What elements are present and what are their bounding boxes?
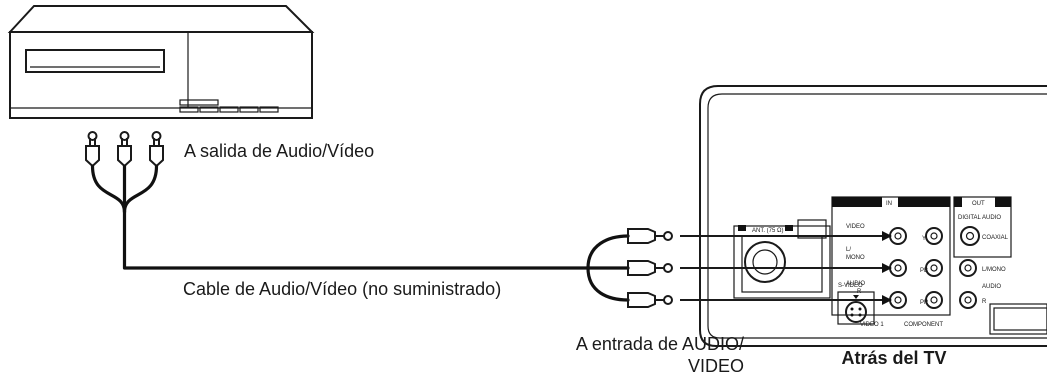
antenna-box [733,225,831,299]
y-label: Y [922,236,926,242]
arrow-audio-l-head [882,263,892,273]
av-out-label: A salida de Audio/Vídeo [184,141,374,161]
rca-plug-left [85,131,100,168]
r-out-label: R [982,299,987,305]
digital-audio-label: DIGITAL AUDIO [958,215,1001,221]
edge-port-inner [993,307,1047,331]
video-in-jack-pin [894,232,902,240]
connection-arrows [680,231,892,305]
audio-l-in-jack-pin [894,264,902,272]
vcr-button [199,106,219,113]
s-video-pin [850,307,854,311]
tv-back-label: Atrás del TV [841,348,946,368]
y-jack-pin [930,232,938,240]
audio-out-r-jack [959,291,977,309]
out-bar-right [995,197,1011,207]
vcr-button [239,106,259,113]
antenna-label: ANT. (75 Ω) [752,228,784,234]
in-bar-left [832,197,882,207]
vcr-button [259,106,279,113]
cable-label: Cable de Audio/Vídeo (no suministrado) [183,279,501,299]
arrow-video-head [882,231,892,241]
audio-out-l-jack-pin [964,264,972,272]
rca-plug-audio-r [627,292,673,308]
edge-port-outer [989,303,1047,335]
s-video-label: S-VIDEO [838,283,863,289]
cable-branch-bottom [586,266,630,302]
coaxial-jack [960,226,980,246]
audio-r-in-jack [889,291,907,309]
tv-outline-inner [707,93,1047,339]
pr-jack-pin [930,296,938,304]
pb-label: PB [920,268,928,274]
coaxial-label: COAXIAL [982,235,1009,241]
vcr-device [7,5,315,119]
in-block [831,196,951,316]
tv-back-panel: ANT. (75 Ω) IN OUT DIGITAL AUDIO COAXIAL… [699,85,1047,347]
out-block [953,196,1012,258]
vcr-button [179,106,199,113]
s-video-arrow [853,295,859,299]
audio-r-in-jack-pin [894,296,902,304]
cable-branch-top [586,234,630,270]
in-label: IN [886,201,892,207]
pb-jack [925,259,943,277]
antenna-jack-inner [752,249,778,275]
l-label: L/ [846,247,851,253]
rca-plug-right [149,131,164,168]
pb-jack-pin [930,264,938,272]
cable-branch-right [122,164,159,214]
video1-label: VIDEO 1 [860,322,884,328]
audio-out-l-jack [959,259,977,277]
av-in-label-line2: VIDEO [688,356,744,375]
vcr-cassette-slot [25,49,165,73]
rca-plug-audio-l [627,260,673,276]
antenna-tab [738,225,746,231]
y-jack [925,227,943,245]
vcr-top-face [7,5,315,33]
audio-out-r-jack-pin [964,296,972,304]
pr-label: PR [920,300,929,306]
cable-branch-left [90,164,127,214]
component-label: COMPONENT [904,322,943,328]
tv-rca-plugs [627,228,673,308]
pr-jack [925,291,943,309]
video-label: VIDEO [846,224,865,230]
s-video-pin [850,313,854,317]
antenna-tab [785,225,793,231]
vcr-button [179,99,219,106]
mono-label: MONO [846,255,865,261]
l-mono-out-label: L/MONO [982,267,1006,273]
audio-out-label: AUDIO [982,284,1001,290]
av-cable [90,164,630,302]
out-label: OUT [972,201,985,207]
av-in-label-line1: A entrada de AUDIO/ [576,334,744,354]
audio-label: AUDIO [846,281,865,287]
vcr-front-face [9,31,313,119]
antenna-clip [797,219,827,239]
out-bar-left [954,197,962,207]
rca-plug-video [627,228,673,244]
audio-l-in-jack [889,259,907,277]
antenna-jack-outer [744,241,786,283]
s-video-jack [845,301,867,323]
s-video-frame [837,291,875,325]
s-video-pin [858,313,862,317]
tv-outline-outer [699,85,1047,347]
in-bar-right [898,197,950,207]
coaxial-jack-pin [965,231,975,241]
vcr-rca-plugs [85,131,164,168]
rca-plug-middle [117,131,132,168]
vcr-button [219,106,239,113]
cable-main [122,164,590,270]
s-video-pin [858,307,862,311]
arrow-audio-r-head [882,295,892,305]
video-in-jack [889,227,907,245]
